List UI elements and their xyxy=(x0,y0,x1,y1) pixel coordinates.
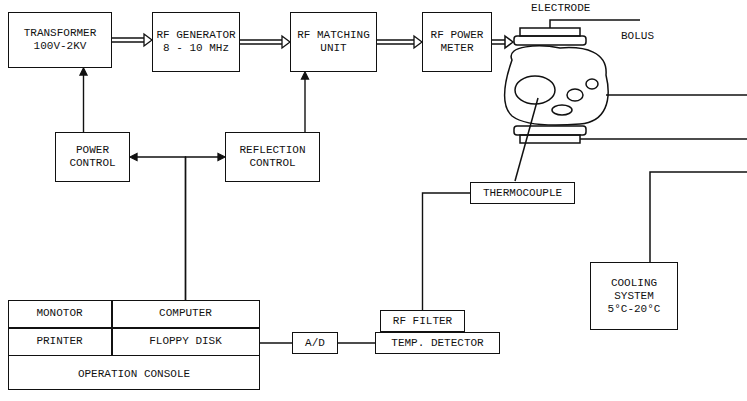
console-cell: PRINTER xyxy=(8,328,112,356)
arrow-head xyxy=(282,36,290,48)
console-box: OPERATION CONSOLE MONOTOR COMPUTER PRINTER F… xyxy=(8,300,260,390)
control-box: POWER CONTROL xyxy=(55,132,130,182)
transformer-box: TRANSFORMER100V-2KV xyxy=(8,12,112,68)
console-cell: COMPUTER xyxy=(112,300,260,328)
connector xyxy=(338,343,375,344)
sensor-box: THERMOCOUPLE xyxy=(470,182,575,204)
connector xyxy=(377,36,422,48)
box-text: COMPUTER xyxy=(159,307,212,320)
arrow-head xyxy=(144,34,152,46)
generator-box: RF GENERATOR8 - 10 MHz xyxy=(152,12,240,72)
box-text: RF FILTER xyxy=(393,315,452,328)
box-text: REFLECTION CONTROL xyxy=(229,144,316,170)
connector-line xyxy=(112,37,145,38)
box-text: 100V-2KV xyxy=(34,40,87,53)
box-text: OPERATION CONSOLE xyxy=(9,359,259,389)
connector-line xyxy=(137,157,186,300)
arrow-head xyxy=(302,72,309,79)
bolus-tube xyxy=(606,94,747,96)
connector-line xyxy=(83,75,84,132)
electrode-plate xyxy=(520,28,580,36)
control-box: REFLECTION CONTROL xyxy=(225,132,320,182)
arrow-head xyxy=(130,154,137,161)
connector xyxy=(423,193,471,310)
connector-line xyxy=(423,193,471,310)
connector-line xyxy=(240,43,283,44)
box-text: POWER CONTROL xyxy=(59,144,126,170)
box-text: RF MATCHING UNIT xyxy=(294,29,373,55)
part-label: BOLUS xyxy=(620,30,655,42)
part-label: ELECTRODE xyxy=(530,2,591,14)
arrow-head xyxy=(80,68,87,75)
organ xyxy=(567,89,583,101)
box-text: A/D xyxy=(305,337,325,350)
rf-output-line xyxy=(492,39,506,41)
connector xyxy=(302,72,309,132)
box-text: TEMP. DETECTOR xyxy=(391,337,483,350)
organ xyxy=(552,105,572,115)
box-text: COOLING SYSTEM xyxy=(594,277,674,303)
connector xyxy=(186,154,226,301)
box-text: RF GENERATOR xyxy=(156,29,235,42)
connector-line xyxy=(112,41,145,42)
organ xyxy=(515,76,555,104)
box-text: 5°C-20°C xyxy=(608,303,661,316)
electrode-wire xyxy=(580,138,747,140)
electrode-wire xyxy=(550,20,640,28)
electrode-plate xyxy=(520,135,580,143)
box-text: PRINTER xyxy=(36,335,82,348)
filter-box: RF FILTER xyxy=(380,310,465,332)
connector-line xyxy=(304,79,305,132)
bolus-pad xyxy=(514,126,586,135)
arrow-head xyxy=(218,154,225,161)
arrow-head xyxy=(505,36,513,48)
connector-line xyxy=(240,39,283,40)
connector xyxy=(112,34,152,46)
box-text: RF POWER METER xyxy=(426,29,488,55)
box-text: MONOTOR xyxy=(36,307,82,320)
connector-line xyxy=(186,157,219,300)
connector-line xyxy=(377,43,415,44)
converter-box: A/D xyxy=(292,332,338,354)
connector xyxy=(240,36,290,48)
box-text: THERMOCOUPLE xyxy=(483,187,562,200)
coolant-line xyxy=(650,172,747,262)
arrow-head xyxy=(414,36,422,48)
connector-line xyxy=(377,39,415,40)
thermocouple-lead xyxy=(515,98,538,181)
detector-box: TEMP. DETECTOR xyxy=(375,332,500,354)
matching-box: RF MATCHING UNIT xyxy=(290,12,377,72)
bolus-pad xyxy=(514,36,586,45)
box-text: 8 - 10 MHz xyxy=(163,42,229,55)
meter-box: RF POWER METER xyxy=(422,12,492,72)
connector xyxy=(260,343,293,344)
connector-line xyxy=(338,342,375,343)
connector xyxy=(80,68,87,132)
box-text: TRANSFORMER xyxy=(24,27,97,40)
body-outline xyxy=(505,46,608,125)
box-text: FLOPPY DISK xyxy=(149,335,222,348)
connector-line xyxy=(260,342,293,343)
cooling-box: COOLING SYSTEM5°C-20°C xyxy=(590,262,678,330)
console-cell: MONOTOR xyxy=(8,300,112,328)
rf-output-line xyxy=(492,43,506,45)
connector xyxy=(130,154,186,301)
organ xyxy=(586,79,598,89)
console-cell: FLOPPY DISK xyxy=(112,328,260,356)
